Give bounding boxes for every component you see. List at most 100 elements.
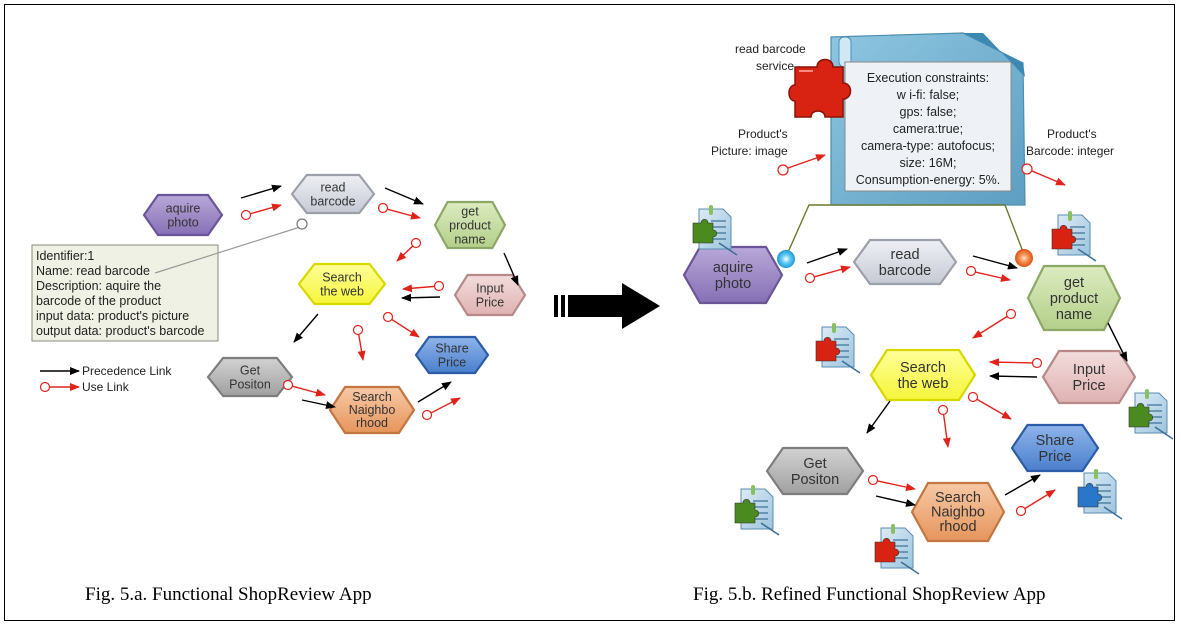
node-shape <box>297 262 387 306</box>
legend-use-circle <box>39 381 51 393</box>
service-doc-icon-get-position <box>734 485 780 536</box>
use-link <box>867 474 916 492</box>
caption-fig-5a: Fig. 5.a. Functional ShopReview App <box>85 584 372 605</box>
node-shape <box>765 446 865 496</box>
node-shape <box>142 193 224 237</box>
node-shape <box>1026 264 1122 332</box>
node-label-line: rhood <box>939 519 976 535</box>
precedence-link <box>240 184 282 199</box>
node-shape <box>206 356 294 398</box>
use-link-line <box>430 397 461 414</box>
precedence-link <box>806 248 848 264</box>
use-link <box>989 357 1043 369</box>
use-link-line <box>357 334 366 361</box>
use-link-line <box>942 414 951 448</box>
precedence-link <box>1004 474 1041 496</box>
use-link-line <box>391 318 420 338</box>
use-link-circle <box>410 237 422 249</box>
node-shape <box>852 238 958 286</box>
use-link-circle <box>282 379 294 391</box>
node-label-line: Input <box>1073 362 1105 378</box>
constraint-line-4: camera:true; <box>893 122 963 136</box>
node-label-line: name <box>1056 307 1092 323</box>
node-label-line: Search <box>352 390 392 404</box>
note-line-5: input data: product's picture <box>36 309 189 323</box>
node-label-line: aquire <box>166 201 201 215</box>
node-label-line: Naighbo <box>931 505 985 521</box>
precedence-link <box>384 187 424 205</box>
node-label-line: Share <box>435 341 468 355</box>
use-link-circle <box>867 474 879 486</box>
legend: Precedence Link Use Link <box>39 364 172 394</box>
use-link-circle <box>1005 308 1017 320</box>
use-link-line <box>396 245 414 262</box>
output-label-line-1: Product's <box>1047 127 1097 141</box>
node-label-line: Input <box>476 281 504 295</box>
use-link-circle <box>421 409 433 421</box>
node-label-line: Search <box>935 490 981 506</box>
node-label-line: get <box>461 204 479 218</box>
use-link <box>965 265 1011 282</box>
use-link-circle <box>967 391 979 403</box>
note-connector-anchor <box>296 218 308 230</box>
service-doc-icon-search-the-web <box>815 323 861 374</box>
node-label-line: Get <box>240 363 261 377</box>
use-link-line <box>989 358 1033 367</box>
note-connector <box>154 226 301 274</box>
use-link-line <box>292 385 326 397</box>
node-label-line: the web <box>898 376 949 392</box>
node-label-line: product <box>449 218 491 232</box>
input-label-line-1: Product's <box>738 127 788 141</box>
precedence-link <box>989 372 1038 381</box>
precedence-link <box>866 400 891 434</box>
use-link-line <box>387 208 421 220</box>
service-puzzle-icon <box>788 58 852 118</box>
precedence-link <box>301 399 336 410</box>
service-doc-icon-input-price <box>1128 389 1174 440</box>
use-link <box>402 280 445 293</box>
use-link-circle <box>1015 505 1027 517</box>
input-use-circle <box>777 164 789 176</box>
node-label-line: Naighbo <box>349 403 396 417</box>
node-label-line: Share <box>1036 433 1075 449</box>
use-link <box>396 237 422 262</box>
input-label-line-2: Picture: image <box>711 144 788 158</box>
node-shape <box>1041 349 1137 405</box>
use-link-circle <box>382 311 394 323</box>
use-link <box>352 324 366 361</box>
node-label-line: Price <box>476 295 505 309</box>
constraint-line-1: Execution constraints: <box>867 71 989 85</box>
constraint-line-2: w i-fi: false; <box>896 88 960 102</box>
use-link <box>377 202 421 220</box>
use-link-line <box>402 284 435 293</box>
node-shape <box>290 173 376 215</box>
precedence-link <box>401 293 441 302</box>
figure-frame: Identifier:1 Name: read barcode Descript… <box>4 4 1175 621</box>
node-label-line: product <box>1050 291 1098 307</box>
node-label-line: read <box>890 247 919 263</box>
node-label-line: Search <box>322 270 362 284</box>
precedence-link <box>972 255 1018 270</box>
node-label-line: name <box>454 232 485 246</box>
node-label-line: Search <box>900 360 946 376</box>
use-link-circle <box>804 272 816 284</box>
precedence-link <box>503 252 519 286</box>
transition-arrow <box>554 283 660 329</box>
output-label-line-2: Barcode: integer <box>1026 144 1114 158</box>
use-link-circle <box>937 404 949 416</box>
use-link-line <box>1024 489 1056 510</box>
node-shape <box>414 335 490 375</box>
node-label-line: Price <box>1072 378 1105 394</box>
use-link <box>382 311 420 338</box>
node-label-line: barcode <box>879 263 931 279</box>
use-link-circle <box>352 324 364 336</box>
node-annotation-note: Identifier:1 Name: read barcode Descript… <box>31 244 219 342</box>
use-link-line <box>975 271 1011 282</box>
node-label-line: Price <box>1038 449 1071 465</box>
input-use-arrow <box>787 154 826 169</box>
